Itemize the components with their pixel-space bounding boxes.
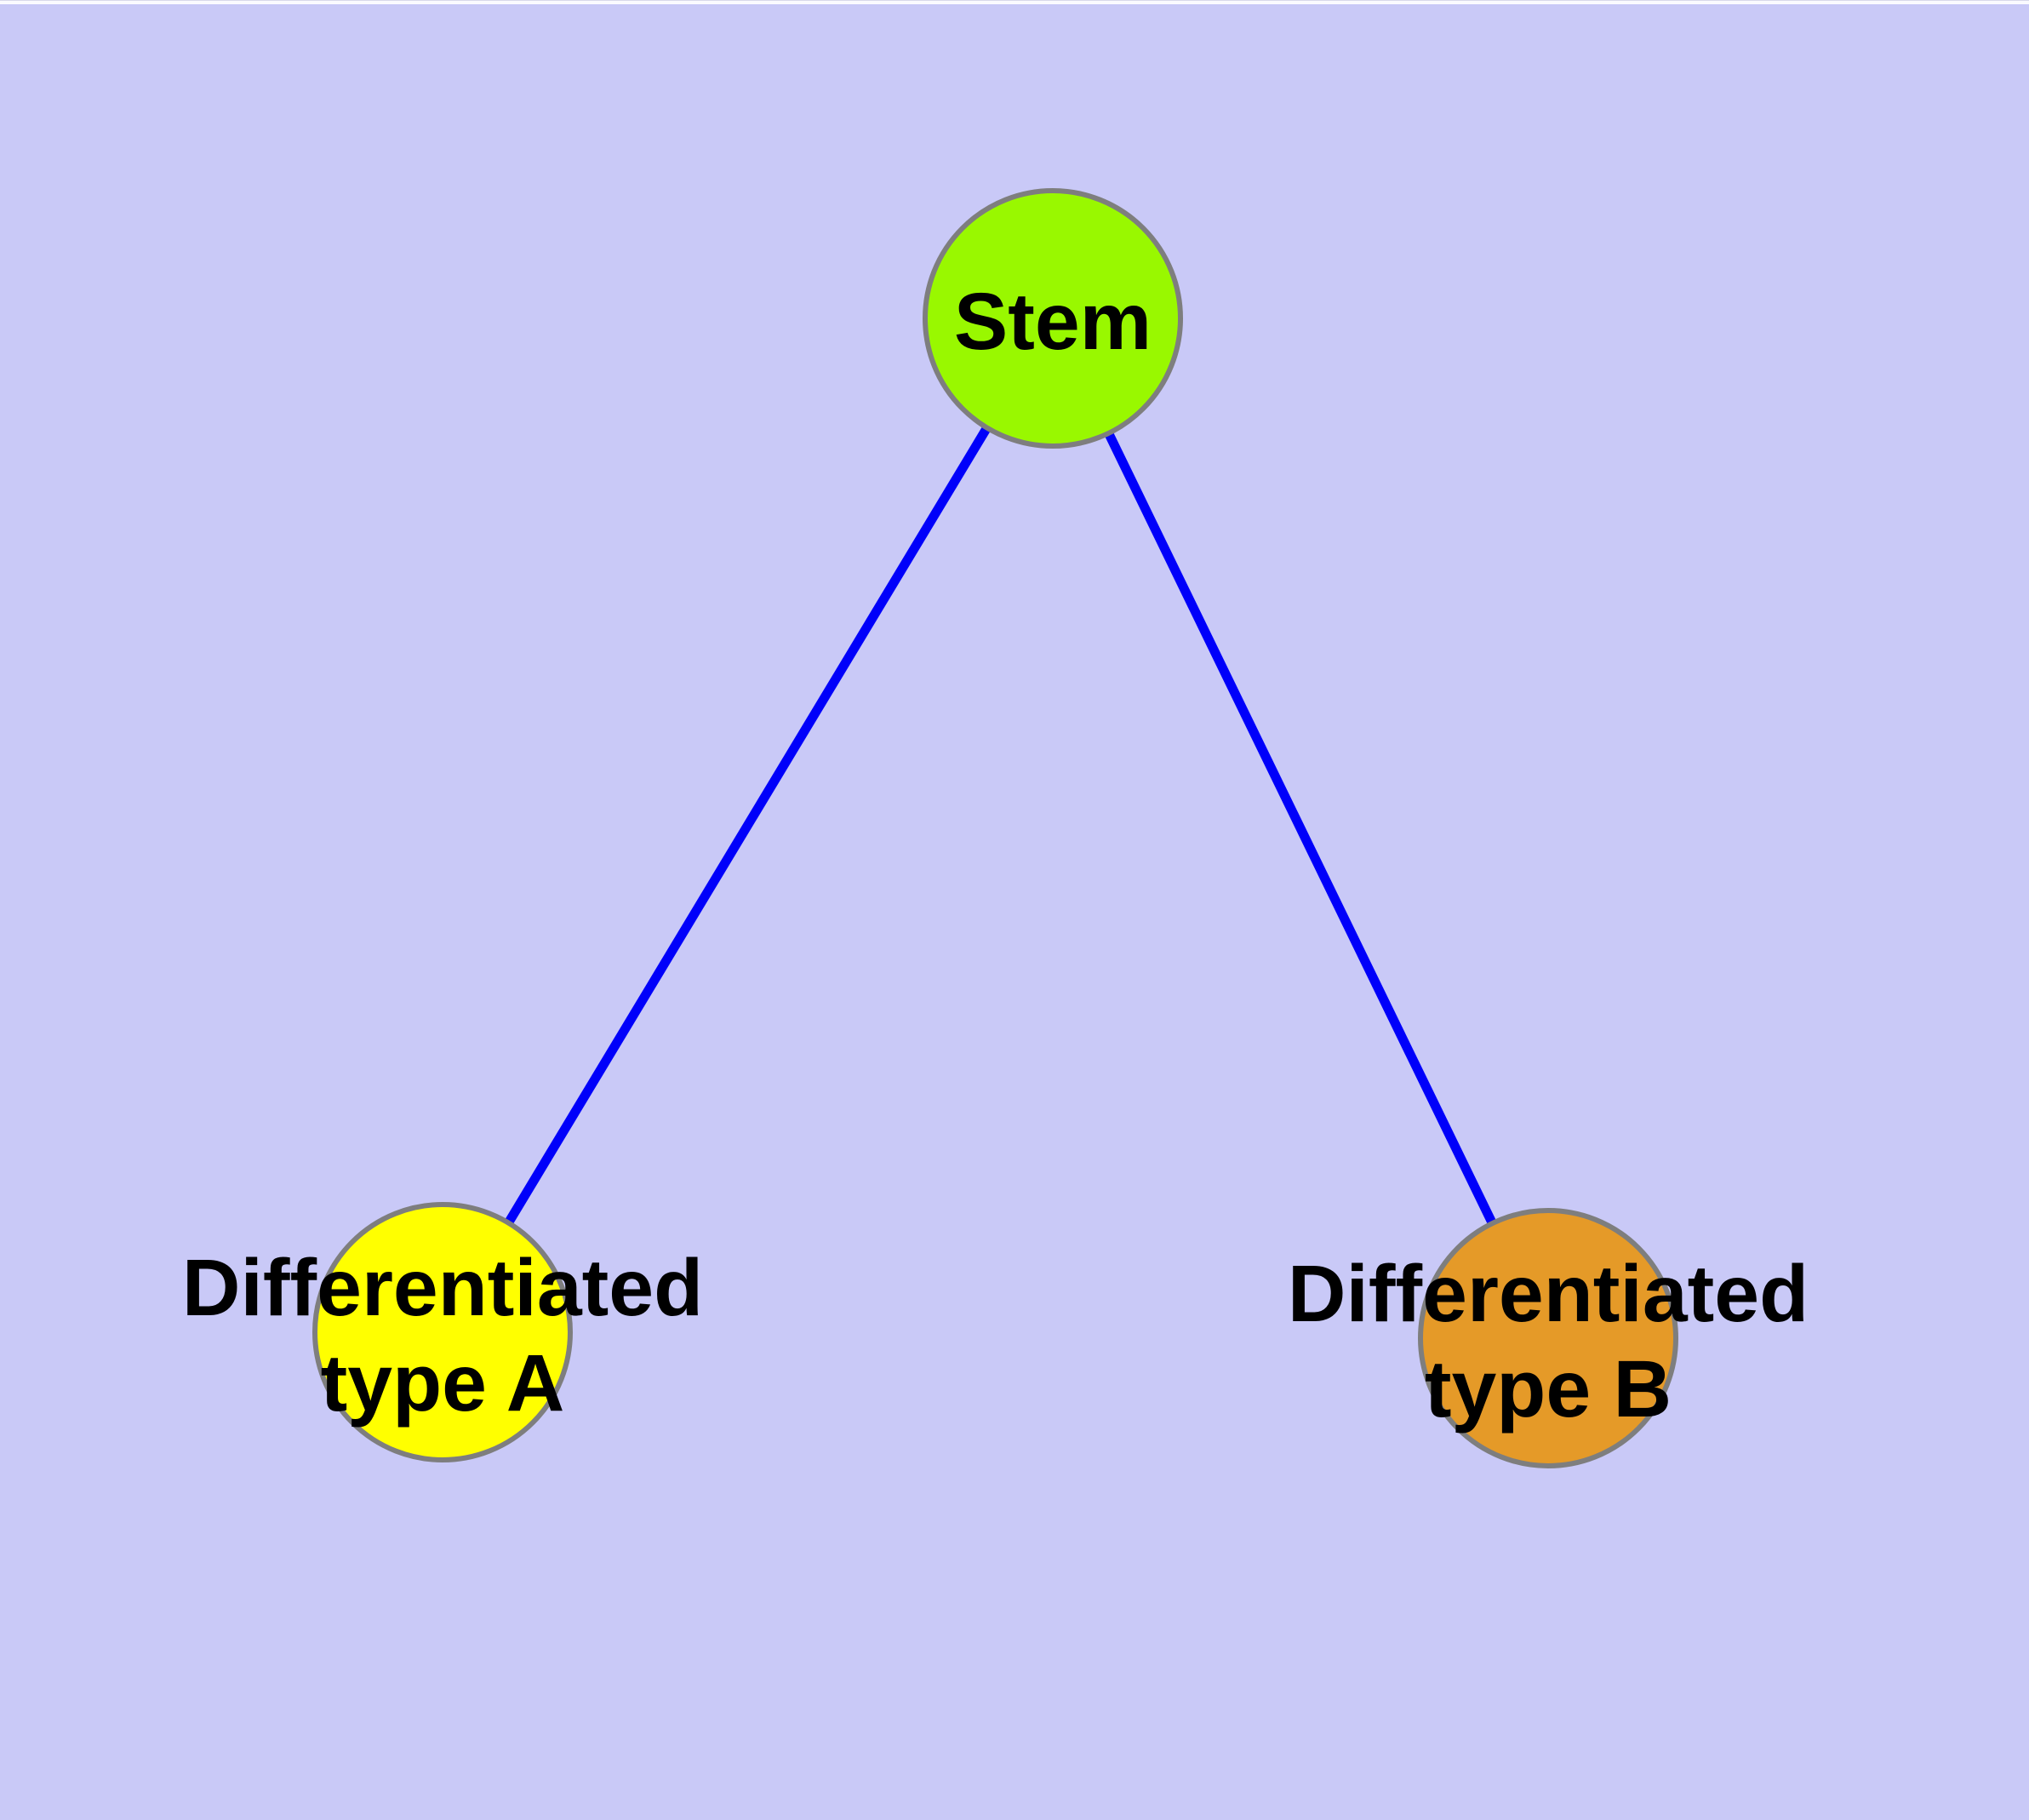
node-label-type-a-line1: Differentiated: [181, 1243, 704, 1333]
node-stem-circle[interactable]: [923, 188, 1183, 449]
node-label-type-b-line1: Differentiated: [1287, 1249, 1809, 1339]
node-label-type-b-line2: type B: [1424, 1344, 1672, 1434]
node-label-type-a-line2: type A: [320, 1338, 565, 1428]
node-type-b-circle[interactable]: [1418, 1208, 1678, 1468]
node-label-type-a: Differentiated type A: [182, 1240, 703, 1431]
node-type-a-circle[interactable]: [312, 1202, 573, 1462]
edge-stem-to-type-b: [1049, 316, 1552, 1341]
edge-stem-to-type-a: [438, 316, 1057, 1335]
canvas-top-edge: [0, 0, 2029, 4]
node-label-stem-line1: Stem: [953, 277, 1152, 367]
node-label-type-b: Differentiated type B: [1288, 1246, 1809, 1437]
node-label-stem: Stem: [954, 274, 1152, 369]
